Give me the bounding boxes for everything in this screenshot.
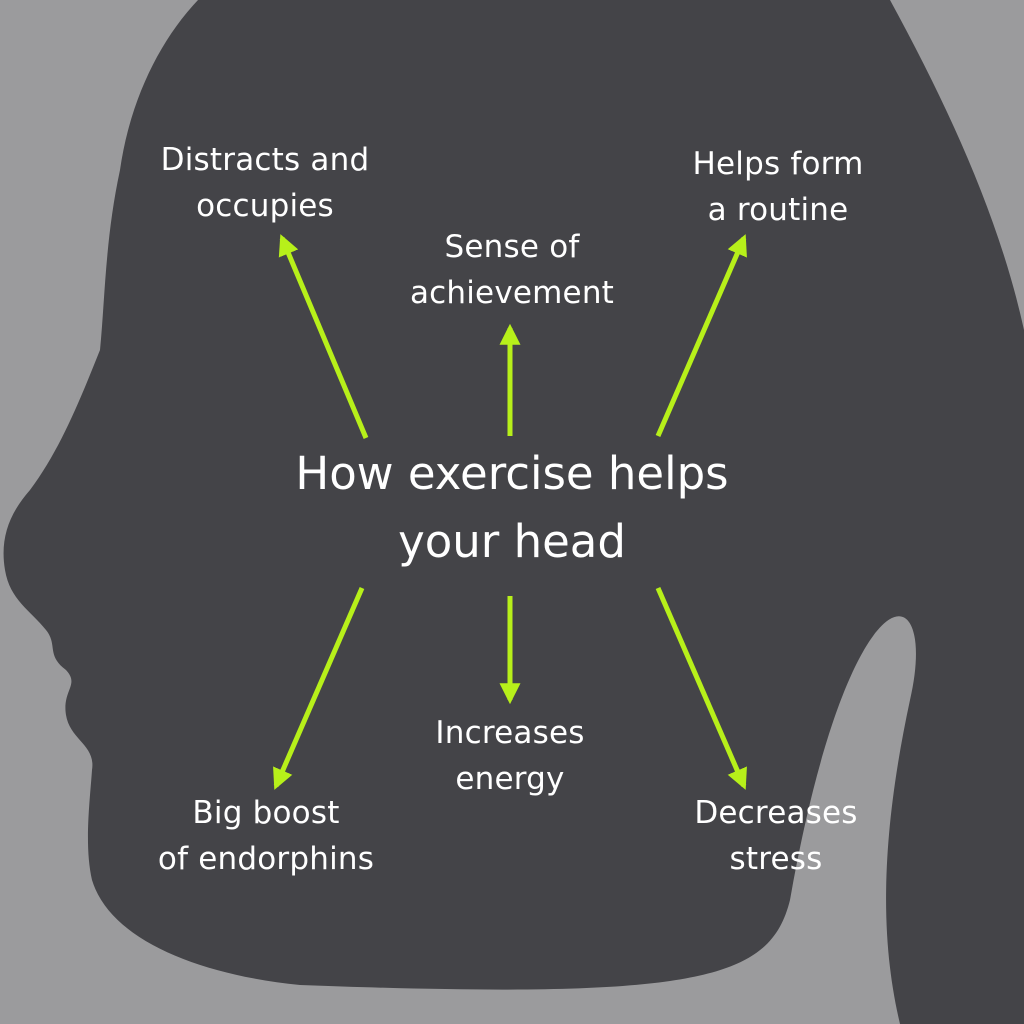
label-distracts: Distracts and occupies <box>110 137 420 229</box>
label-endorphins-line-1: Big boost <box>192 795 340 831</box>
label-stress: Decreases stress <box>646 790 906 882</box>
label-routine-line-2: a routine <box>707 192 849 228</box>
label-achievement-line-1: Sense of <box>444 229 580 265</box>
label-energy-line-2: energy <box>455 761 565 797</box>
label-distracts-line-2: occupies <box>196 188 334 224</box>
label-routine: Helps form a routine <box>628 141 928 233</box>
label-achievement: Sense of achievement <box>362 224 662 316</box>
arrow-stress <box>655 587 747 790</box>
label-distracts-line-1: Distracts and <box>160 142 370 178</box>
title-line-1: How exercise helps <box>295 447 729 500</box>
title-line-2: your head <box>398 515 626 568</box>
arrow-distracts <box>278 234 369 439</box>
arrows-group <box>273 234 747 790</box>
label-endorphins: Big boost of endorphins <box>116 790 416 882</box>
label-energy-line-1: Increases <box>435 715 585 751</box>
label-stress-line-1: Decreases <box>694 795 858 831</box>
label-endorphins-line-2: of endorphins <box>157 841 375 877</box>
label-stress-line-2: stress <box>729 841 823 877</box>
arrow-routine <box>655 234 747 437</box>
arrow-endorphins <box>273 587 365 790</box>
label-routine-line-1: Helps form <box>692 146 864 182</box>
label-energy: Increases energy <box>380 710 640 802</box>
head-silhouette <box>3 0 1024 1024</box>
label-achievement-line-2: achievement <box>409 275 615 311</box>
diagram-title: How exercise helps your head <box>212 440 812 576</box>
